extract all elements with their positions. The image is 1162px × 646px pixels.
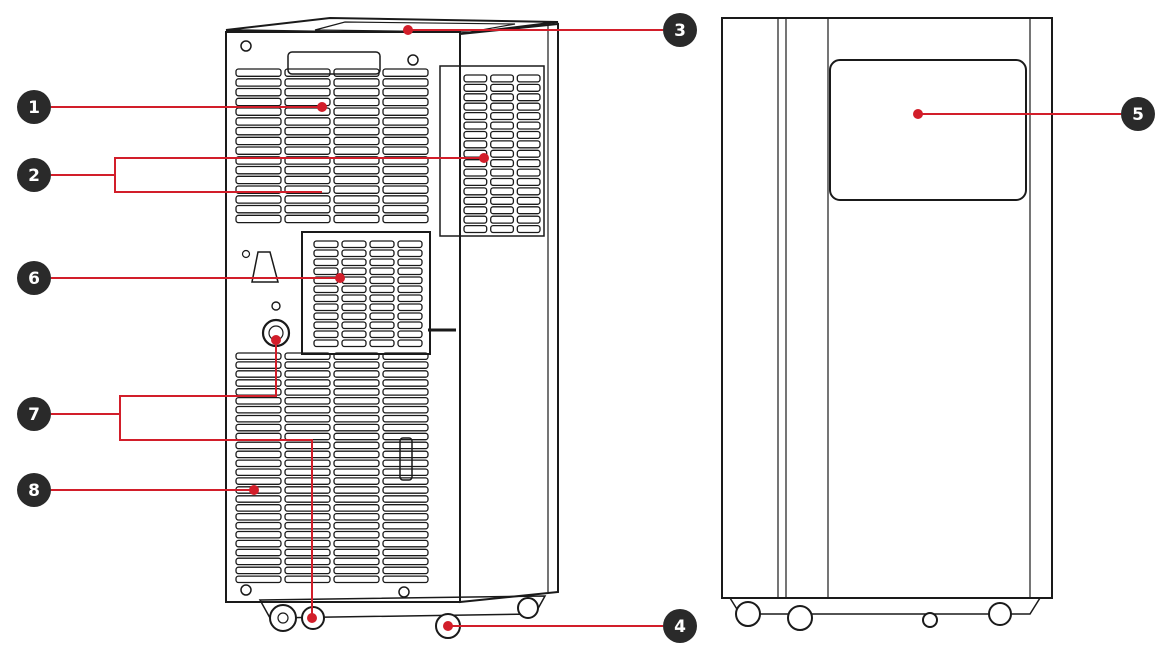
caster	[988, 602, 1012, 626]
target-dot-6	[335, 273, 345, 283]
target-dot-8	[249, 485, 259, 495]
svg-text:5: 5	[1132, 105, 1144, 125]
svg-text:7: 7	[28, 405, 40, 425]
side-vent-grille	[463, 74, 541, 234]
caster	[735, 601, 761, 627]
svg-text:4: 4	[674, 617, 686, 637]
callout-badge-7: 7	[17, 397, 51, 431]
target-dot-7b	[307, 613, 317, 623]
target-dot-5	[913, 109, 923, 119]
side-filter-frame	[439, 65, 545, 237]
svg-text:8: 8	[28, 481, 40, 501]
caster	[517, 597, 539, 619]
lower-intake-grille	[235, 352, 429, 584]
side-body	[721, 17, 1053, 599]
target-dot-4	[443, 621, 453, 631]
side-view-unit	[721, 17, 1053, 615]
leader-2	[51, 157, 484, 176]
callout-badge-8: 8	[17, 473, 51, 507]
target-dot-1	[317, 102, 327, 112]
target-dot-3	[403, 25, 413, 35]
lower-filter-frame	[301, 231, 431, 355]
leader-2b	[114, 175, 322, 193]
svg-text:1: 1	[28, 98, 40, 118]
svg-text:6: 6	[28, 269, 40, 289]
leader-7b	[119, 414, 313, 618]
cord-hook	[251, 251, 279, 283]
lower-filter-grille	[313, 240, 423, 348]
caster	[922, 612, 938, 628]
callout-badge-1: 1	[17, 90, 51, 124]
caster	[787, 605, 813, 631]
callout-leaders	[51, 25, 1121, 631]
callout-badge-4: 4	[663, 609, 697, 643]
side-grille-frame	[829, 59, 1027, 201]
target-dot-2	[479, 153, 489, 163]
callout-badge-5: 5	[1121, 97, 1155, 131]
svg-text:3: 3	[674, 21, 686, 41]
casters-right	[735, 601, 1012, 631]
svg-text:2: 2	[28, 166, 40, 186]
target-dot-7a	[271, 335, 281, 345]
callout-badge-3: 3	[663, 13, 697, 47]
upper-exhaust-grille	[235, 68, 429, 224]
callout-badge-6: 6	[17, 261, 51, 295]
callout-badge-2: 2	[17, 158, 51, 192]
leader-7	[51, 340, 277, 415]
